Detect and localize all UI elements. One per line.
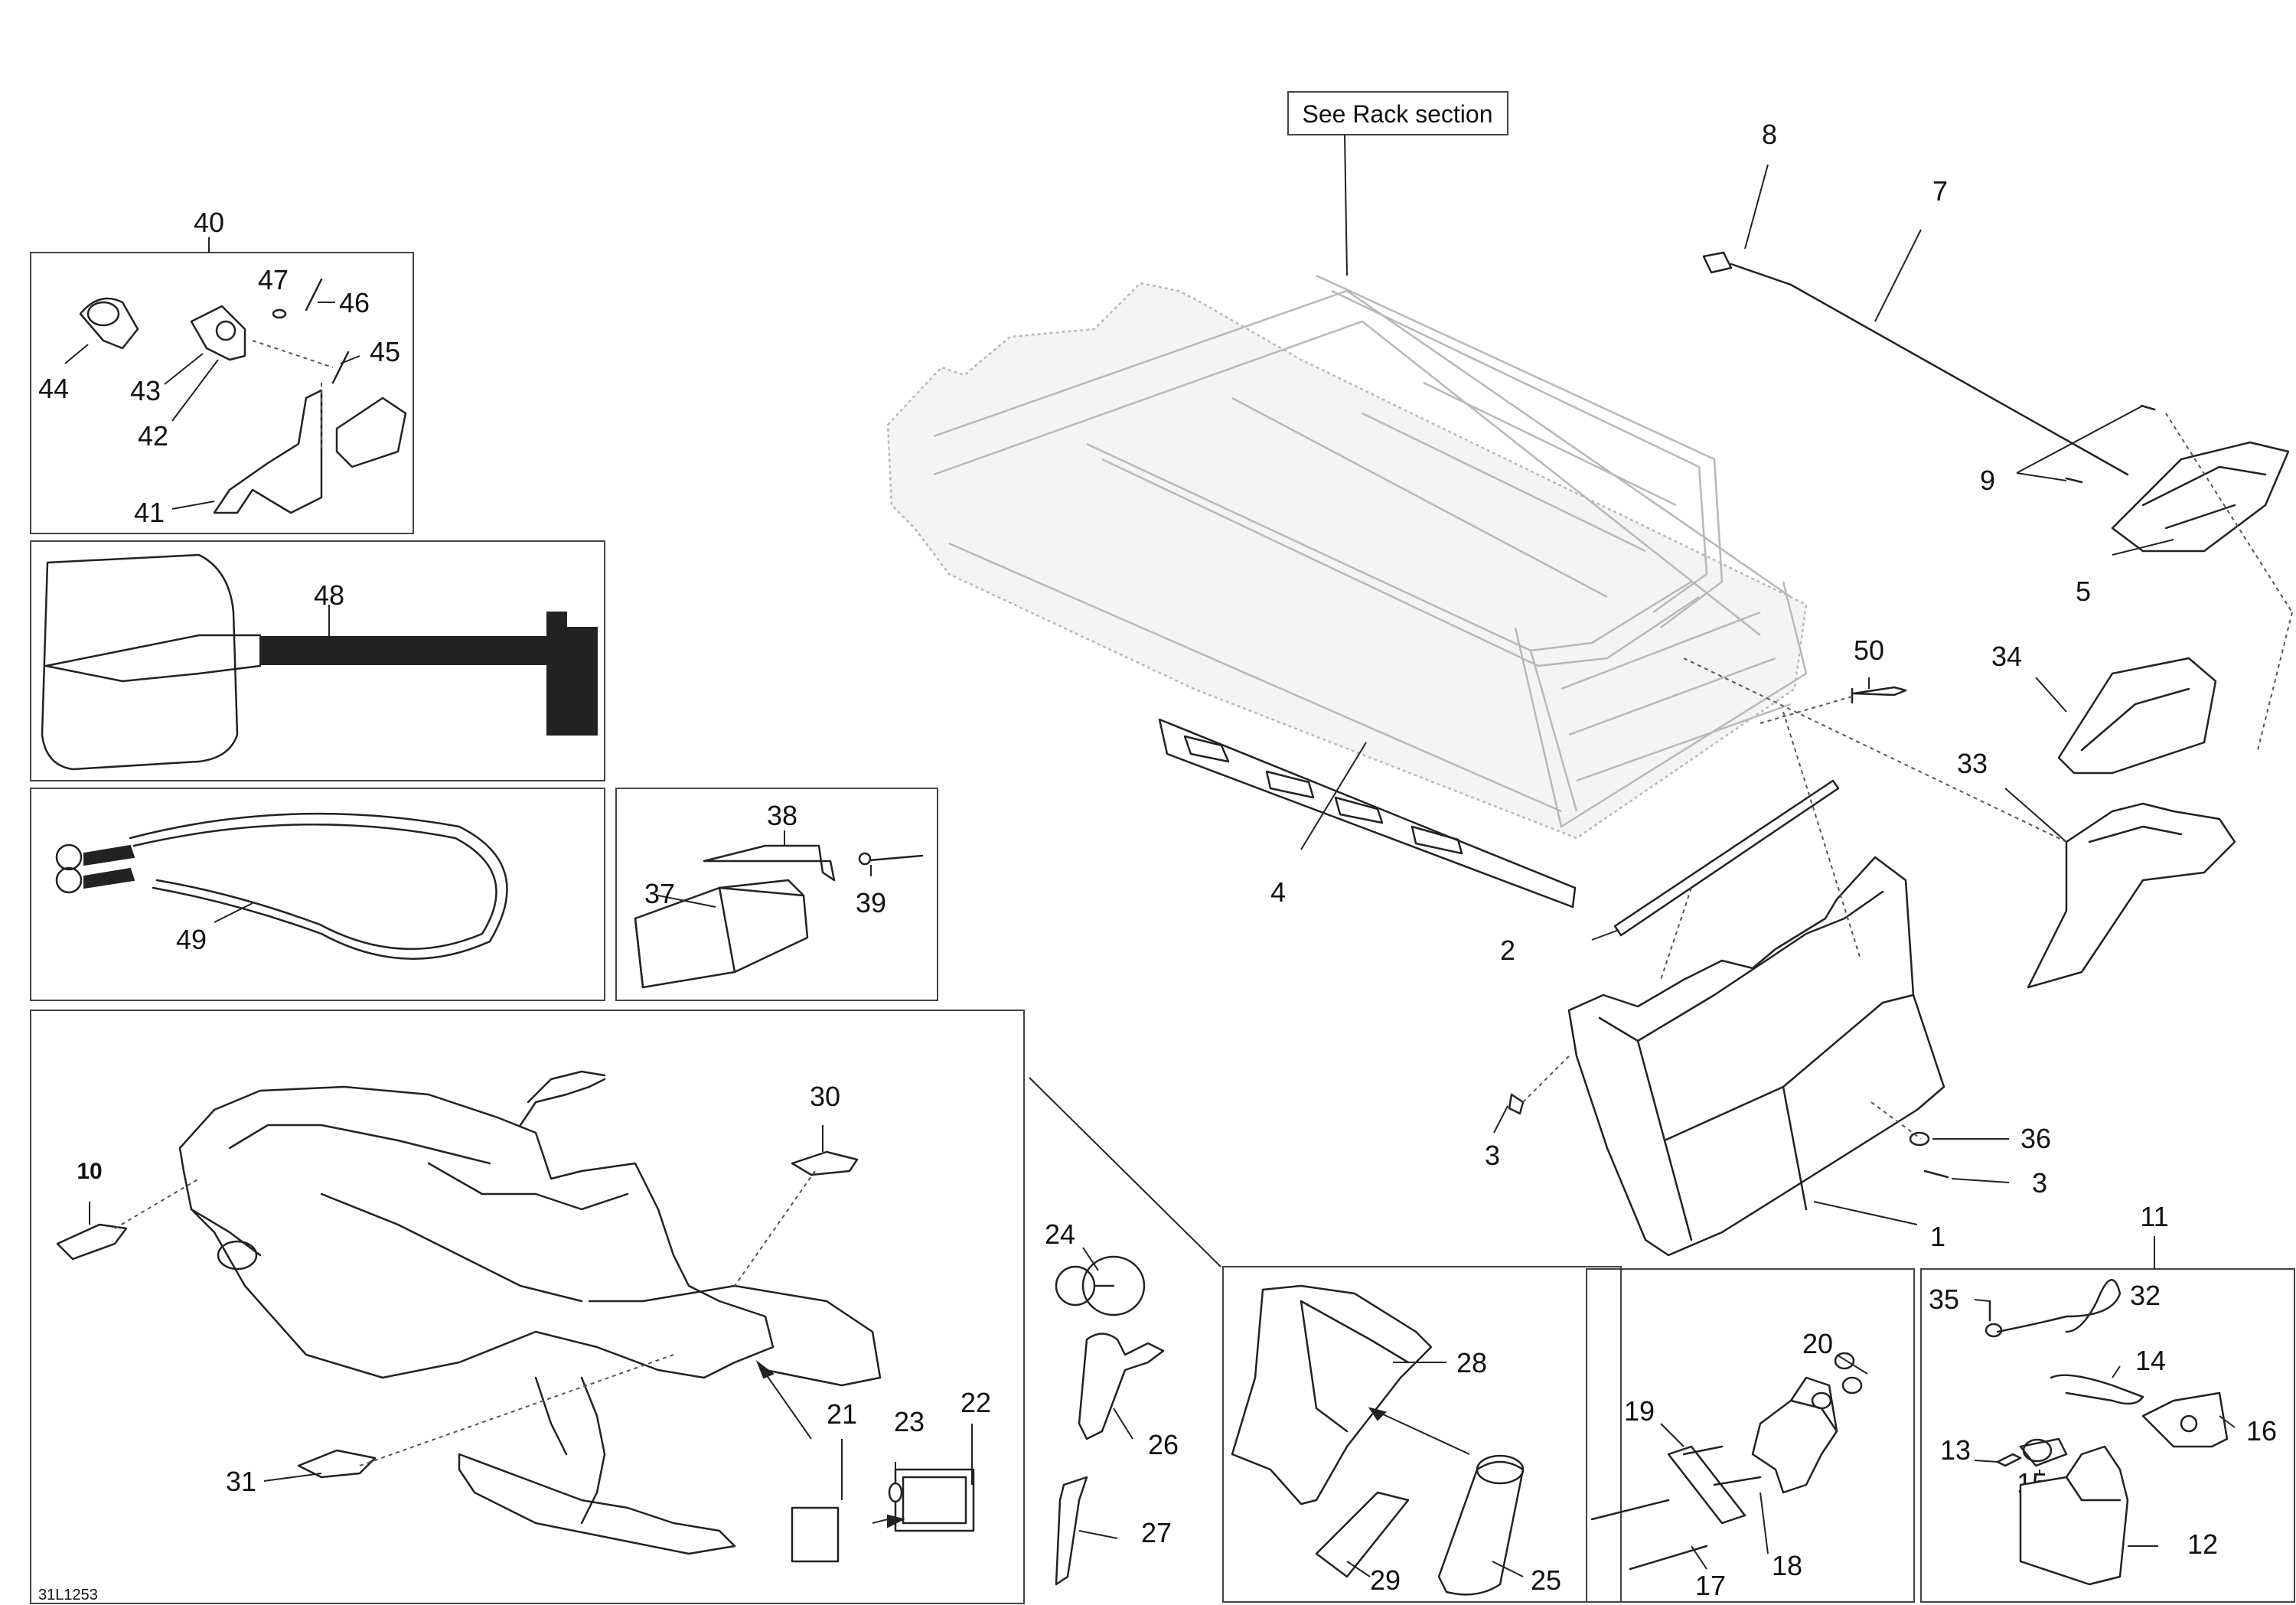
kit-box-49-tow-strap: 49 (30, 788, 605, 1001)
callout-35: 35 (1929, 1284, 1959, 1315)
callout-22: 22 (960, 1387, 991, 1418)
callout-32: 32 (2130, 1280, 2161, 1311)
callout-44: 44 (38, 373, 69, 404)
callout-43: 43 (130, 375, 161, 406)
callout-10: 10 (77, 1159, 102, 1184)
kit-box-sled-accessories: 10 30 31 21 22 23 (30, 1010, 1025, 1604)
callout-1: 1 (1930, 1221, 1945, 1252)
kit-box-25-29: 28 29 25 (1222, 1266, 1622, 1603)
callout-40: 40 (194, 207, 224, 238)
part-34-light-housing: 34 (1991, 641, 2217, 775)
kit-box-40: 40 44 43 42 47 46 45 41 (30, 207, 414, 534)
callout-8: 8 (1762, 119, 1777, 150)
callout-28: 28 (1456, 1347, 1487, 1378)
callout-25: 25 (1531, 1564, 1561, 1596)
callout-36: 36 (2020, 1123, 2051, 1154)
see-rack-section-reference: See Rack section (1287, 91, 1508, 276)
callout-21: 21 (827, 1398, 857, 1430)
drawing-code: 31L1253 (38, 1587, 98, 1603)
callout-13: 13 (1940, 1434, 1971, 1466)
rack-assembly-ghost (886, 274, 1808, 840)
callout-12: 12 (2187, 1528, 2218, 1560)
part-4-side-rail: 4 (1158, 718, 1577, 909)
callout-49: 49 (176, 924, 207, 955)
callout-4: 4 (1270, 876, 1286, 908)
callout-34: 34 (1991, 641, 2022, 672)
callout-18: 18 (1772, 1550, 1802, 1581)
reference-box-text: See Rack section (1302, 100, 1492, 128)
callout-48: 48 (314, 579, 344, 611)
callout-17: 17 (1695, 1570, 1726, 1601)
kit-box-17-20: 20 19 17 18 (1586, 1268, 1915, 1603)
callout-3-left: 3 (1485, 1140, 1500, 1171)
callout-33: 33 (1957, 748, 1988, 779)
callout-30: 30 (810, 1081, 840, 1112)
callout-41: 41 (134, 497, 165, 528)
callout-50: 50 (1854, 634, 1884, 666)
callout-24: 24 (1045, 1218, 1075, 1250)
callout-11: 11 (2140, 1201, 2168, 1232)
kit-box-48-shovel: 48 (30, 540, 605, 781)
part-7-8-wiring-harness: 8 7 (1702, 119, 2129, 476)
callout-9: 9 (1980, 465, 1995, 496)
callout-26: 26 (1148, 1429, 1179, 1460)
kit-box-37-39: 37 38 39 (615, 788, 938, 1001)
part-1-snow-flap: 1 (1567, 711, 1945, 1257)
callout-20: 20 (1802, 1328, 1833, 1359)
callout-31: 31 (226, 1466, 256, 1497)
callout-29: 29 (1370, 1564, 1401, 1596)
callout-42: 42 (138, 420, 168, 452)
callout-5: 5 (2076, 576, 2091, 607)
part-50-bolt: 50 (1760, 634, 1907, 724)
callout-3-right: 3 (2032, 1167, 2047, 1199)
part-5-tail-light: 5 9 (1980, 404, 2293, 751)
callout-23: 23 (894, 1406, 925, 1437)
callout-38: 38 (767, 800, 797, 831)
callout-14: 14 (2135, 1345, 2166, 1376)
part-3-36-fasteners: 3 36 3 (1485, 1055, 2051, 1199)
callout-19: 19 (1624, 1395, 1655, 1427)
kit-box-11-hitch: 11 35 32 14 16 13 15 12 (1920, 1201, 2295, 1603)
callout-46: 46 (339, 287, 370, 318)
callout-7: 7 (1932, 175, 1948, 207)
part-2-mounting-strip: 2 (1500, 779, 1840, 966)
tools-group: 24 26 27 (1029, 1077, 1221, 1586)
callout-45: 45 (370, 336, 400, 367)
callout-16: 16 (2246, 1415, 2277, 1447)
callout-47: 47 (258, 264, 289, 295)
callout-2: 2 (1500, 935, 1515, 966)
callout-27: 27 (1141, 1517, 1172, 1548)
part-33-mount-bracket: 33 (1683, 657, 2236, 989)
callout-37: 37 (644, 878, 675, 909)
callout-39: 39 (856, 887, 886, 918)
